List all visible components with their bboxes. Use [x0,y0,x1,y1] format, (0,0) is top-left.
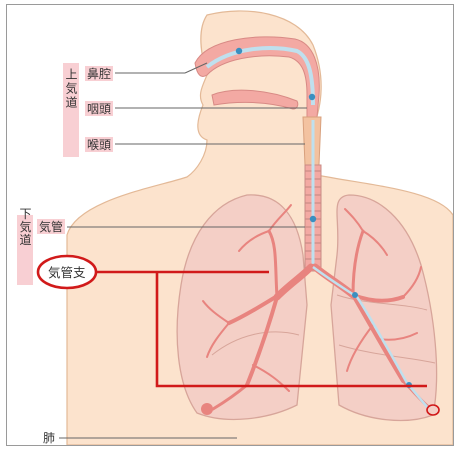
bronchi-label: 気管支 [48,265,86,280]
alveolus-marker [427,405,439,415]
nasal-cavity-label: 鼻腔 [87,66,111,81]
diagram-frame: 上気道 下気道 鼻腔 咽頭 喉頭 気管 気管支 肺 [6,4,454,446]
airflow-arrow [310,216,316,222]
upper-airway-label: 上気道 [64,68,78,110]
airflow-arrow [352,292,358,298]
lower-airway-label: 下気道 [18,208,32,247]
airflow-arrow [236,48,242,54]
airflow-arrow [309,94,315,100]
trachea-label: 気管 [39,219,63,234]
lungs-label: 肺 [43,431,55,445]
alveolus-left [201,403,213,415]
larynx-label: 喉頭 [87,138,111,152]
pharynx-label: 咽頭 [87,102,111,116]
respiratory-diagram: 上気道 下気道 鼻腔 咽頭 喉頭 気管 気管支 肺 [7,5,453,445]
